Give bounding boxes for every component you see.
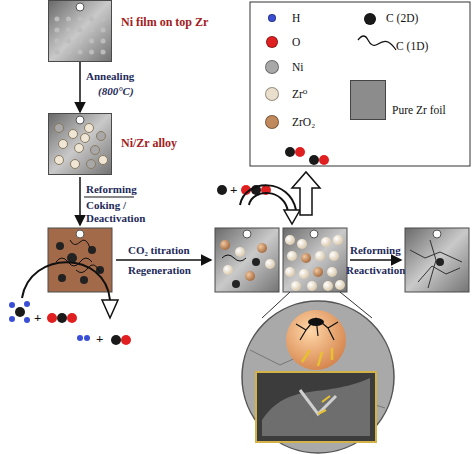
legend-text: ZrO₂ (292, 116, 315, 129)
plus-sign: + (34, 311, 41, 325)
process-label: Coking / Deactivation (86, 199, 166, 225)
process-arrow (79, 177, 81, 225)
sample-foil: Ni/Zr alloy (48, 113, 112, 175)
sample-foil: Ni film on top Zr (48, 0, 112, 62)
legend-frame (250, 2, 470, 166)
process-label: Annealing (86, 70, 134, 83)
plus-sign: + (96, 332, 103, 346)
process-label: Regeneration (128, 264, 191, 277)
legend-swatch (268, 14, 276, 22)
legend-line-sample (358, 36, 396, 50)
sample-label: Ni film on top Zr (121, 15, 211, 29)
coked-foil (48, 228, 112, 292)
process-arrow (350, 259, 401, 261)
legend-swatch (350, 80, 386, 120)
legend-swatch (364, 13, 376, 25)
legend-text: C (1D) (396, 40, 428, 53)
process-label: Reforming (350, 244, 401, 257)
legend-text: C (2D) (386, 12, 418, 25)
sample-label: Ni/Zr alloy (121, 136, 211, 150)
plus-sign: + (230, 183, 237, 197)
legend-text: O (292, 36, 300, 49)
zoom-circle (242, 292, 394, 453)
regenerating-foil (215, 228, 279, 292)
alloy-texture (49, 114, 111, 174)
reforming-molecules (9, 262, 131, 345)
legend-text: Pure Zr foil (392, 104, 446, 117)
reactivated-foil (405, 228, 469, 292)
process-arrow (116, 259, 211, 261)
titration-molecules (217, 147, 329, 224)
process-label: Reactivation (346, 264, 405, 277)
process-label: CO₂ titration (128, 244, 190, 257)
legend-text: Ni (292, 61, 304, 74)
divider-line (84, 197, 134, 198)
process-arrow (79, 62, 81, 112)
legend-swatch (265, 115, 279, 129)
legend-text: Zr⁰ (292, 88, 307, 101)
film-texture (49, 1, 111, 61)
legend-swatch (265, 60, 279, 74)
legend-swatch (266, 36, 278, 48)
process-label: (800°C) (98, 85, 134, 98)
legend-swatch (265, 87, 279, 101)
process-label: Reforming (86, 183, 137, 196)
legend-text: H (292, 12, 300, 25)
regenerated-foil (283, 228, 347, 292)
